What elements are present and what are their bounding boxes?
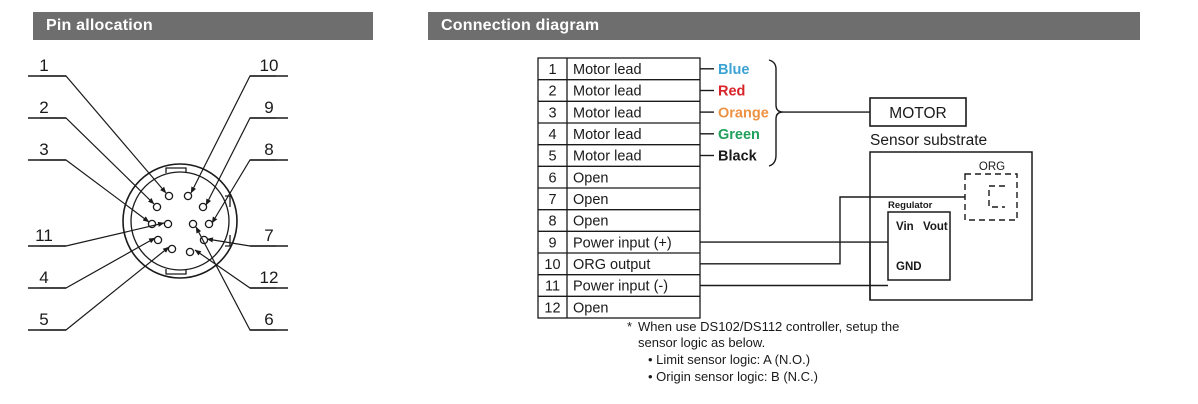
table-cell-signal: Power input (-) — [573, 279, 668, 295]
regulator-block: Regulator Vin Vout GND — [887, 200, 951, 281]
table-cell-signal: ORG output — [573, 257, 650, 273]
connection-diagram-graphic: 1 Motor lead 2 Motor lead 3 Motor lead 4… — [537, 57, 1033, 384]
pin-label-left-2: 3 — [39, 140, 48, 159]
connection-diagram-panel: Connection diagram — [420, 0, 1198, 404]
wire-color-label-orange: Orange — [718, 105, 769, 121]
table-cell-signal: Open — [573, 170, 608, 186]
table-cell-signal: Power input (+) — [573, 235, 672, 251]
motor-lead-brace — [768, 59, 870, 167]
pin-allocation-header: Pin allocation — [33, 12, 373, 40]
pin-hole-5 — [167, 244, 177, 254]
table-cell-signal: Motor lead — [573, 127, 642, 143]
pin-label-left-3: 11 — [35, 226, 53, 245]
footnote-bullet-1: • Origin sensor logic: B (N.C.) — [648, 369, 818, 384]
table-cell-pin: 10 — [544, 257, 560, 273]
regulator-vout-label: Vout — [923, 221, 948, 233]
table-cell-signal: Open — [573, 300, 608, 316]
pin-label-right-0: 10 — [260, 56, 279, 75]
footnote-block: * When use DS102/DS112 controller, setup… — [627, 319, 899, 384]
table-cell-pin: 12 — [544, 300, 560, 316]
table-cell-pin: 11 — [545, 279, 560, 295]
table-cell-pin: 5 — [548, 149, 556, 165]
pin-label-left-4: 4 — [39, 268, 48, 287]
footnote-line-2: sensor logic as below. — [638, 335, 765, 350]
pin-number-labels: 1 2 3 11 4 5 10 9 8 7 12 6 — [35, 56, 278, 329]
pin-hole-4 — [153, 235, 163, 245]
motor-box: MOTOR — [869, 97, 967, 127]
pin-label-right-2: 8 — [264, 140, 273, 159]
org-label: ORG — [979, 161, 1005, 173]
pin-hole-8 — [204, 219, 214, 229]
pin-allocation-panel: Pin allocation — [0, 0, 420, 404]
table-cell-signal: Motor lead — [573, 105, 642, 121]
pin-hole-1 — [164, 191, 174, 201]
table-cell-pin: 6 — [548, 170, 556, 186]
table-cell-pin: 4 — [548, 127, 556, 143]
pin-label-left-5: 5 — [39, 310, 48, 329]
table-cell-signal: Motor lead — [573, 62, 642, 78]
pin-hole-6 — [185, 247, 195, 257]
pin-hole-12 — [188, 219, 198, 229]
table-cell-pin: 3 — [548, 105, 556, 121]
wire-color-label-green: Green — [718, 127, 760, 143]
connection-diagram-header: Connection diagram — [428, 12, 1140, 40]
pin-hole-11 — [163, 219, 173, 229]
table-cell-pin: 1 — [548, 62, 556, 78]
pin-hole-2 — [152, 202, 162, 212]
pin-label-left-0: 1 — [39, 56, 48, 75]
footnote-marker: * — [627, 319, 632, 334]
pin-hole-9 — [198, 202, 208, 212]
org-sensor-symbol: ORG — [964, 161, 1018, 221]
wire-color-label-red: Red — [718, 84, 745, 100]
pin-label-right-1: 9 — [264, 98, 273, 117]
table-cell-signal: Motor lead — [573, 149, 642, 165]
sensor-substrate-box — [869, 151, 1033, 301]
table-cell-pin: 9 — [548, 235, 556, 251]
table-cell-pin: 7 — [548, 192, 556, 208]
pin-label-right-3: 7 — [264, 226, 273, 245]
pin-label-right-5: 6 — [264, 310, 273, 329]
motor-lead-wires: Blue Red Orange Green Black — [700, 62, 769, 165]
pin-signal-table: 1 Motor lead 2 Motor lead 3 Motor lead 4… — [537, 57, 701, 319]
pin-label-right-4: 12 — [260, 268, 279, 287]
wire-color-label-blue: Blue — [718, 62, 749, 78]
footnote-bullet-0: • Limit sensor logic: A (N.O.) — [648, 352, 810, 367]
table-cell-pin: 8 — [548, 214, 556, 230]
table-cell-pin: 2 — [548, 84, 556, 100]
pin-hole-10 — [183, 191, 193, 201]
regulator-title: Regulator — [888, 200, 933, 211]
footnote-line-1: When use DS102/DS112 controller, setup t… — [638, 319, 899, 334]
wire-color-label-black: Black — [718, 149, 758, 165]
signal-routing-wires — [700, 196, 965, 300]
pin-table-cells: 1 Motor lead 2 Motor lead 3 Motor lead 4… — [544, 62, 671, 316]
table-cell-signal: Motor lead — [573, 84, 642, 100]
pin-label-rules — [28, 75, 288, 331]
connector-outline — [122, 163, 238, 279]
table-cell-signal: Open — [573, 192, 608, 208]
sensor-substrate-label: Sensor substrate — [870, 132, 987, 149]
motor-box-label: MOTOR — [889, 105, 946, 122]
pin-allocation-diagram: 1 2 3 11 4 5 10 9 8 7 12 6 — [28, 56, 288, 331]
regulator-vin-label: Vin — [896, 221, 914, 233]
pin-label-left-1: 2 — [39, 98, 48, 117]
regulator-gnd-label: GND — [896, 261, 922, 273]
table-cell-signal: Open — [573, 214, 608, 230]
